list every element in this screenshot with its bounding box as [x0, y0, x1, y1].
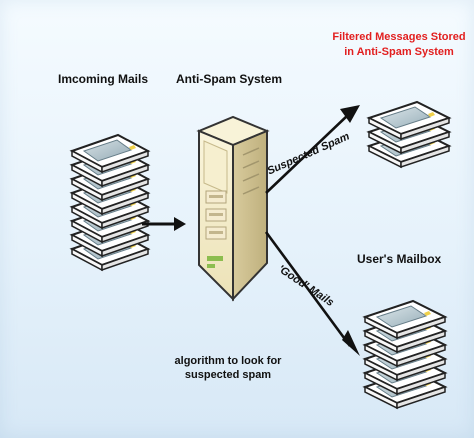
mail-stack-icon	[366, 100, 452, 169]
mail-stack-icon	[362, 299, 448, 410]
anti-spam-system-label: Anti-Spam System	[176, 72, 283, 86]
filtered-messages-label: Filtered Messages Stored in Anti-Spam Sy…	[331, 30, 467, 59]
mail-stack-icon	[69, 133, 151, 272]
algorithm-caption: algorithm to look for suspected spam	[174, 354, 282, 382]
algorithm-caption-line-1: algorithm to look for	[174, 355, 282, 367]
algorithm-caption-line-2: suspected spam	[184, 369, 272, 382]
incoming-mails-label: Imcoming Mails	[58, 72, 149, 86]
anti-spam-server	[191, 113, 275, 305]
good-mails-arrow	[262, 228, 364, 360]
incoming-mail-stack	[68, 117, 151, 285]
suspected-spam-arrow	[262, 103, 364, 197]
arrow-icon	[264, 231, 360, 356]
filtered-messages-line-1: Filtered Messages Stored	[332, 31, 466, 43]
filtered-mail-stack	[361, 83, 453, 175]
server-icon	[196, 115, 270, 302]
arrow-icon	[142, 217, 186, 231]
arrow-icon	[265, 105, 360, 194]
incoming-arrow	[140, 214, 188, 234]
user-mailbox-stack	[357, 280, 449, 416]
filtered-messages-line-2: in Anti-Spam System	[344, 45, 454, 58]
users-mailbox-label: User's Mailbox	[357, 252, 442, 266]
